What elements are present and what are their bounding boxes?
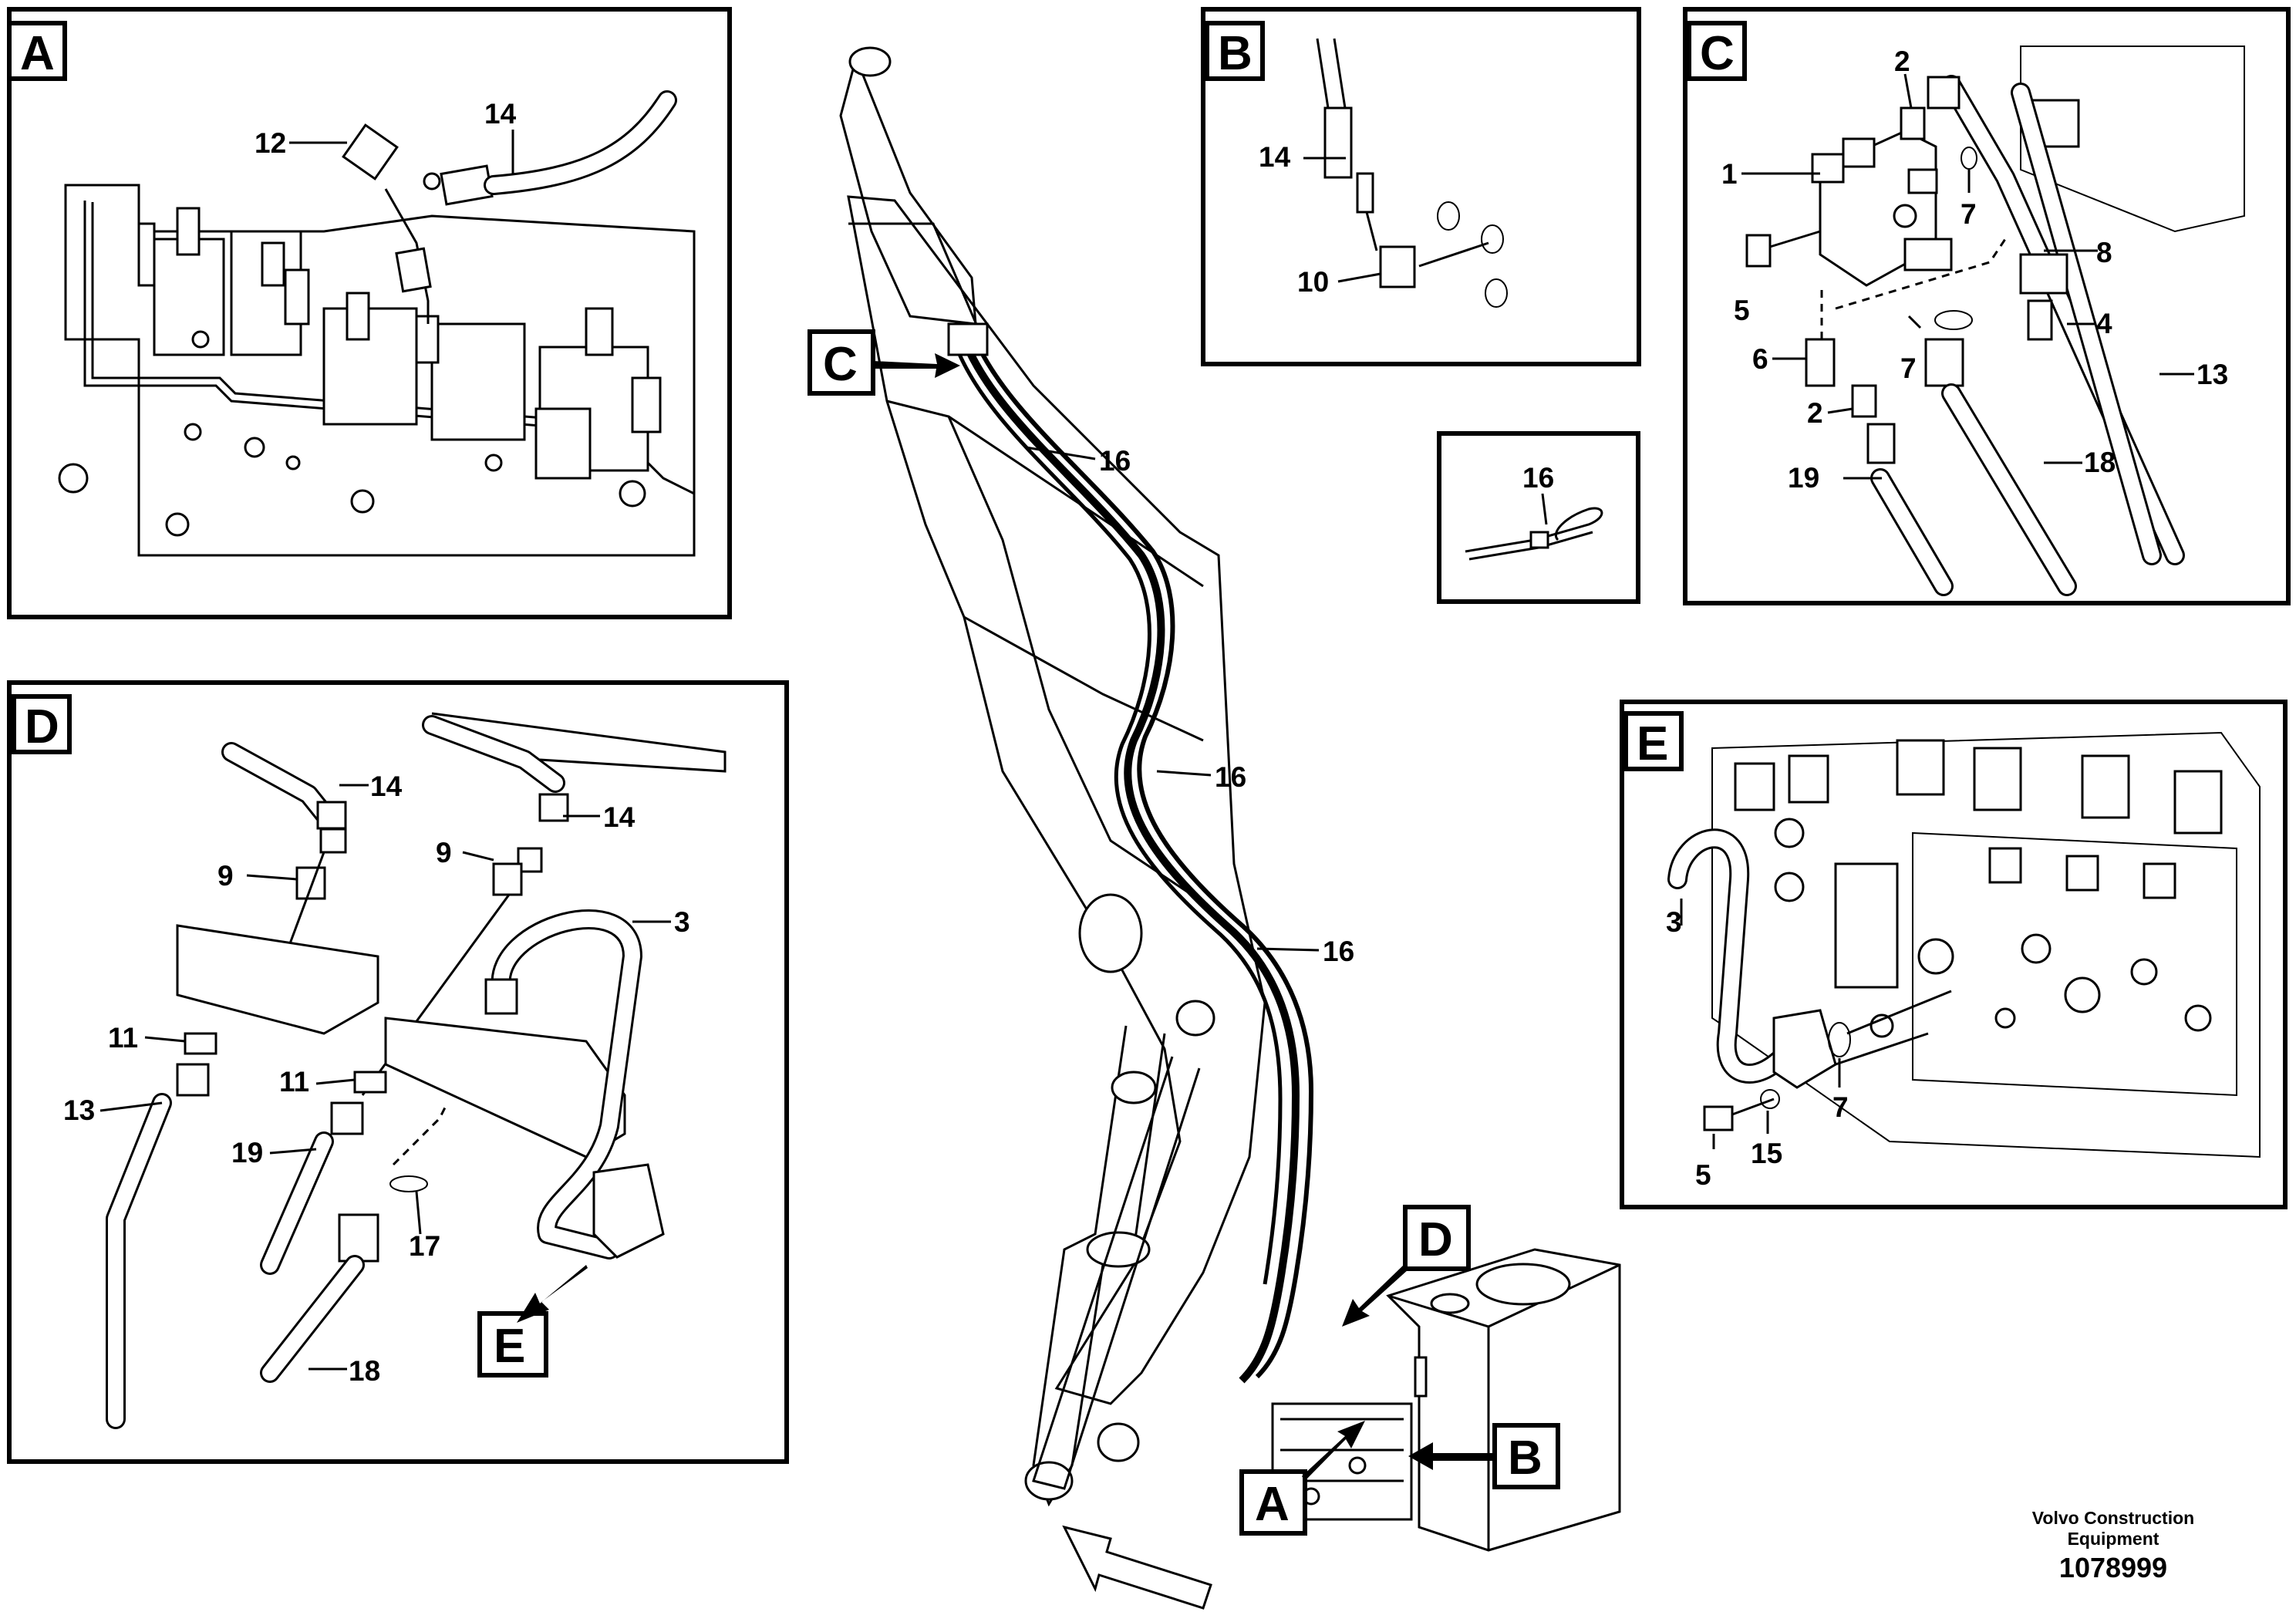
adapter-6 [1805,338,1836,387]
tag-b: B [1218,27,1253,80]
tag-d: D [25,700,59,754]
callout-d-11b: 11 [279,1066,309,1098]
detail-panel-b: 14 10 B [1201,7,1641,366]
adapter-9-left [295,866,326,900]
callout-e-5: 5 [1695,1159,1711,1191]
callout-c-2a: 2 [1894,46,1910,77]
main-boom-assembly: 16 16 16 C D A B [807,46,1621,1610]
callout-c-13: 13 [2197,359,2228,390]
tag-c: C [1700,27,1735,80]
detail-cable-tie-16: 16 [1437,431,1640,604]
callout-d-11a: 11 [108,1022,138,1054]
panel-d-tag-e-box [477,1311,548,1378]
main-tag-b: B [1508,1431,1542,1485]
direction-arrow [1062,1525,1212,1610]
footer-company-line1: Volvo Construction [2032,1508,2194,1528]
callout-c-5: 5 [1734,295,1750,326]
boom [847,195,1266,1405]
main-tag-a-box [1239,1469,1307,1536]
callout-d-9b: 9 [436,837,452,868]
callout-c-19: 19 [1788,462,1819,494]
detail-panel-c: 2 1 7 8 5 6 7 4 13 2 19 18 C [1683,7,2291,605]
callout-b-14: 14 [1259,141,1291,173]
detail-panel-d: 14 14 9 9 3 11 13 11 19 17 18 E D [7,680,789,1464]
screw-5-e [1703,1105,1734,1131]
main-callout-16c: 16 [1323,936,1354,967]
callout-d-13: 13 [63,1094,95,1126]
manifold-right [384,1017,626,1158]
footer: Volvo Construction Equipment 1078999 [2032,1508,2194,1583]
main-callout-16a: 16 [1099,445,1131,477]
callout-c-18: 18 [2084,447,2116,478]
callout-d-17: 17 [409,1230,440,1262]
callout-c-1: 1 [1721,158,1738,190]
main-tag-c: C [823,338,858,391]
callout-c-8: 8 [2096,237,2112,268]
elbow-fitting-10 [1379,245,1416,288]
elbow-fitting-8 [2019,253,2068,295]
elbow-fitting-12 [342,123,399,180]
fitting-2 [1900,106,1926,140]
flange-e [592,1163,665,1259]
panel-c-frame [1683,7,2291,605]
tag-e: E [1637,717,1668,771]
callout-14: 14 [484,98,517,130]
dipper-arm [839,54,977,325]
footer-drawing-number: 1078999 [2059,1552,2167,1583]
main-tag-d: D [1418,1213,1453,1266]
panel-clip-frame [1437,431,1640,604]
callout-d-14b: 14 [603,801,636,833]
main-tag-a: A [1255,1478,1290,1531]
valve-sections [58,207,662,537]
callout-12: 12 [255,127,286,159]
panel-d-tag-e: E [494,1320,525,1373]
tag-a-box [7,21,67,81]
detail-panel-e: 3 5 15 7 E [1620,700,2288,1209]
callout-d-9a: 9 [217,860,234,892]
footer-company-line2: Equipment [2068,1529,2159,1549]
adapter-9-right [492,862,523,896]
tag-a: A [20,27,55,80]
callout-d-19: 19 [231,1137,263,1168]
callout-d-3: 3 [674,906,690,938]
panel-b-frame [1201,7,1641,366]
callout-c-4: 4 [2096,308,2112,339]
valve-block [64,184,696,557]
callout-c-6: 6 [1752,343,1768,375]
oring-11-right [353,1071,387,1094]
detail-panel-a: 12 14 A [7,7,732,619]
main-tag-d-box [1403,1205,1471,1271]
tag-e-box [1623,711,1684,771]
callout-c-2b: 2 [1807,397,1823,429]
callout-c-7a: 7 [1961,198,1977,230]
tag-c-box [1687,21,1747,81]
panel-d-frame [7,680,789,1464]
callout-e-15: 15 [1751,1138,1782,1169]
callout-e-7: 7 [1832,1091,1849,1123]
callout-d-14a: 14 [370,771,403,802]
callout-e-3: 3 [1666,906,1682,938]
oring-11-left [184,1032,217,1055]
manifold-left [176,924,379,1035]
tag-b-box [1205,21,1265,81]
main-callout-16b: 16 [1215,761,1246,793]
hose-end-14 [1323,106,1353,179]
tag-d-box [12,694,72,754]
pilot-tube [83,201,695,495]
callout-d-18: 18 [349,1355,380,1387]
callout-c-7b: 7 [1900,352,1917,384]
flange-e-detail [1772,1009,1837,1089]
callout-b-10: 10 [1297,266,1329,298]
callout-clip-16: 16 [1522,462,1554,494]
hose-bundle [960,338,1300,1384]
